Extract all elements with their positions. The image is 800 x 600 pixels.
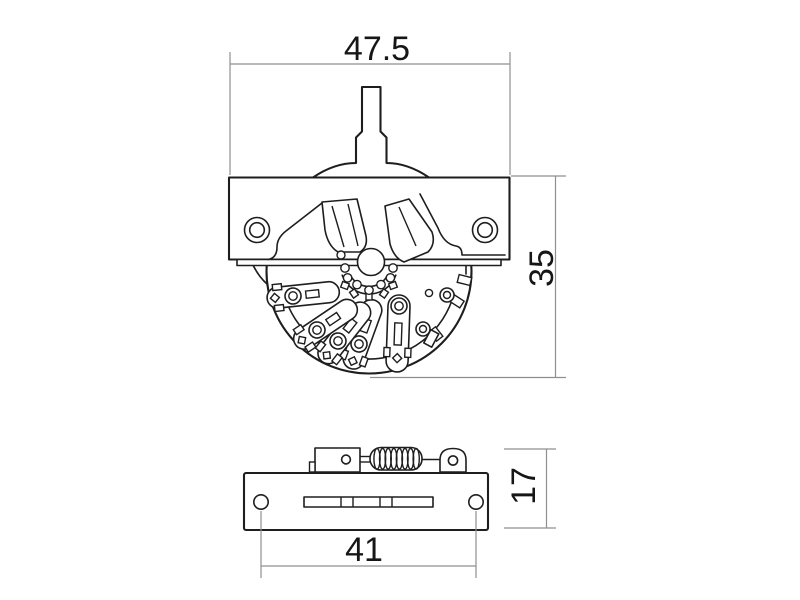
dim-top-width-label: 47.5 [344, 30, 410, 68]
detent-ball [336, 250, 346, 260]
spring-assembly [308, 446, 467, 473]
spring-anchor-right [439, 447, 467, 473]
front-view-drawing [227, 85, 511, 375]
edge-tab-1 [456, 273, 473, 287]
pivot-hole [356, 247, 386, 277]
bearing-hub [339, 247, 399, 301]
pivot-mechanism [321, 198, 435, 301]
wafer-edge-arc [283, 293, 455, 360]
lever-shaft [310, 85, 432, 179]
plate-body [227, 176, 511, 261]
mounting-hole-right [467, 493, 484, 510]
dim-plan-height-label: 17 [505, 467, 543, 505]
dim-hole-spacing-label: 41 [345, 531, 383, 569]
slider-slot [303, 496, 434, 508]
mounting-hole-left [253, 493, 270, 510]
dim-hole-spacing: 41 [260, 511, 477, 578]
pivot-fork-left [321, 198, 368, 253]
terminal-lug-5 [382, 293, 414, 374]
screw-hole-left [243, 216, 271, 244]
return-spring [369, 446, 423, 471]
dim-top-width: 47.5 [229, 30, 511, 175]
mounting-plate-front [227, 176, 511, 267]
plan-view-drawing [242, 446, 490, 532]
dim-side-height: 35 [370, 175, 566, 379]
dim-plan-height: 17 [504, 448, 556, 529]
dimensions: 47.5 35 17 41 [229, 30, 566, 578]
terminal-lugs [264, 276, 440, 374]
spring-anchor-left [314, 447, 361, 473]
rivet-small [424, 288, 434, 298]
terminal-lug-6 [415, 321, 440, 348]
screw-hole-right [471, 216, 499, 244]
plate-cutout [267, 193, 506, 261]
base-plate-top [242, 471, 490, 532]
dim-side-height-label: 35 [523, 249, 561, 287]
